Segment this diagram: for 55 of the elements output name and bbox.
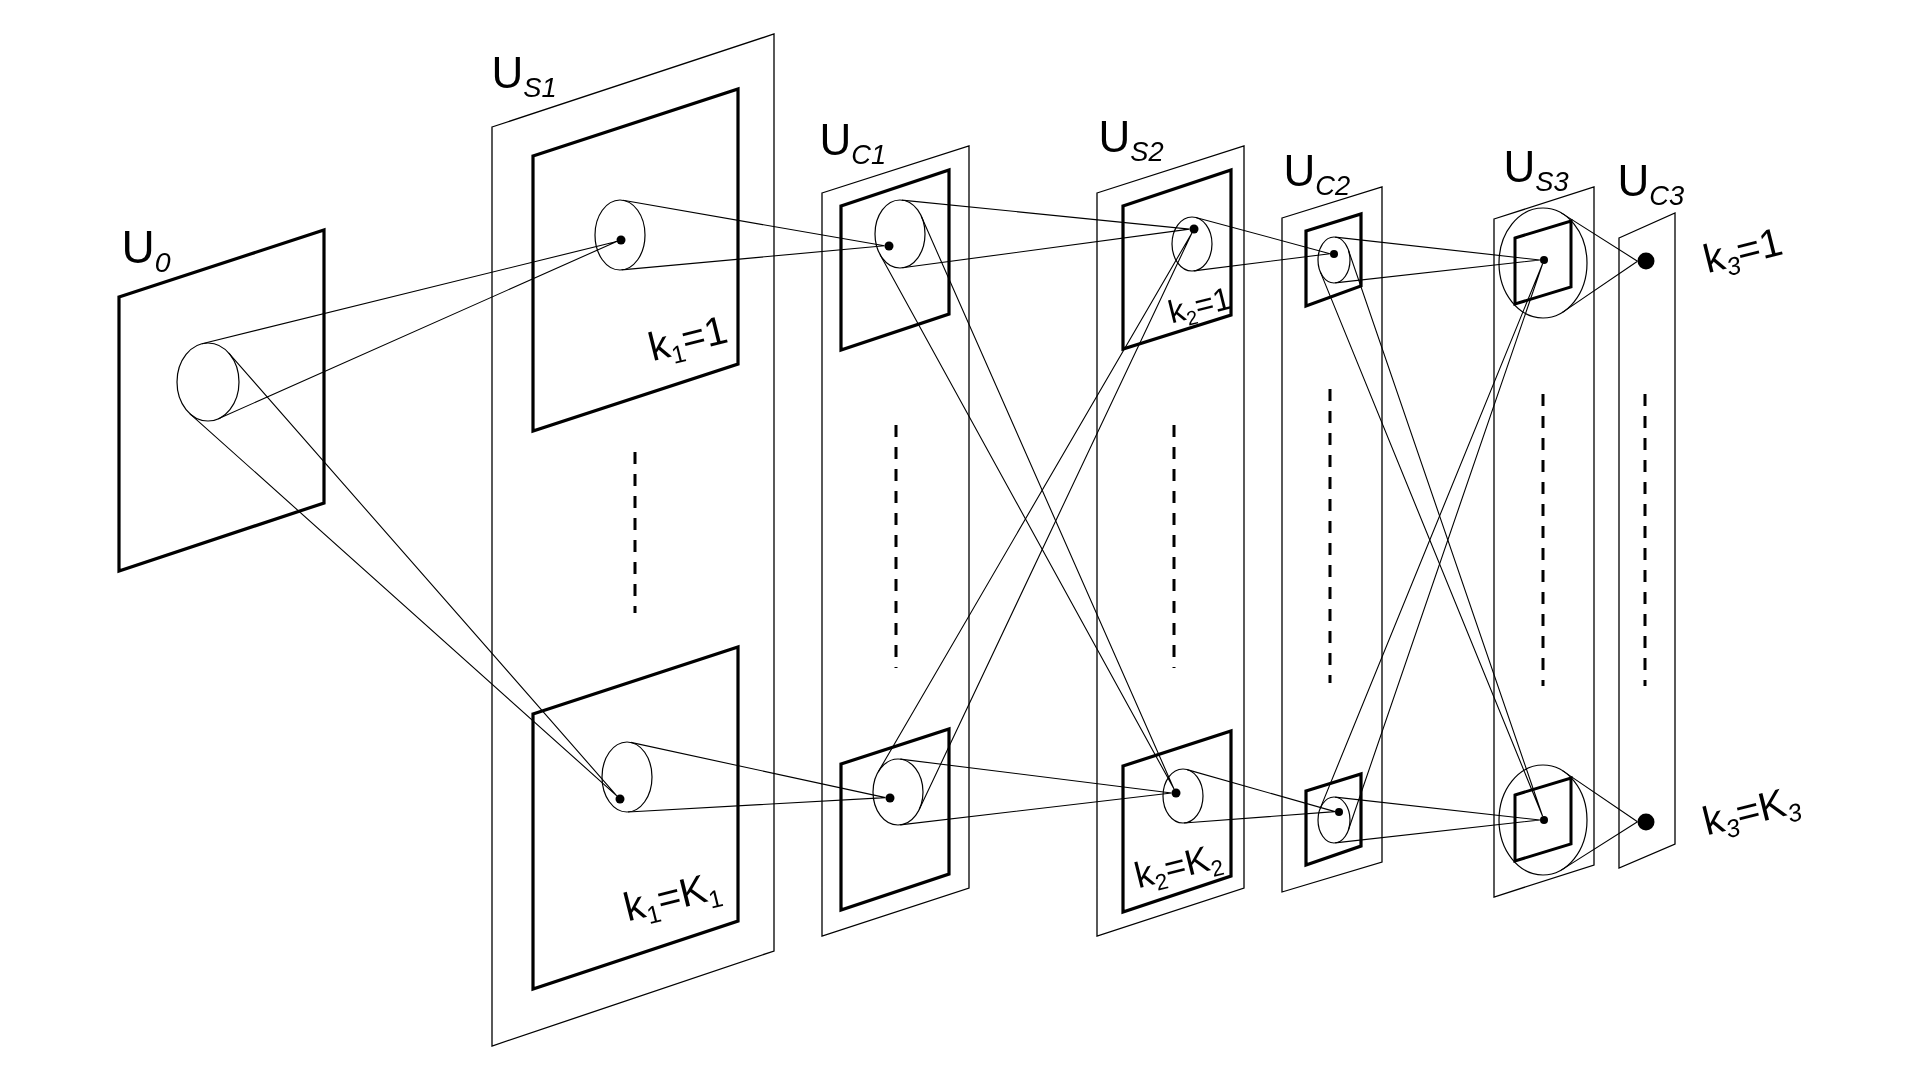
- cone-lines: [189, 352, 618, 797]
- layer-label: U$_{S3}$: [1503, 144, 1569, 191]
- feature-plane: [1120, 167, 1236, 352]
- cone-lines: [627, 741, 887, 813]
- cone-lines: [621, 199, 886, 271]
- receptive-field-ellipse: [1316, 235, 1352, 285]
- layer-label: U$_{S2}$: [1098, 114, 1164, 161]
- feature-plane: [838, 167, 952, 353]
- cone-lines: [1334, 236, 1541, 284]
- receptive-field-ellipse: [175, 341, 241, 423]
- feature-plane: [1512, 218, 1574, 307]
- receptive-field-ellipse: [873, 198, 927, 270]
- plane-index-label: k$_{3}$=1: [1698, 220, 1786, 280]
- cell-dot: [1539, 815, 1549, 825]
- receptive-field-ellipse: [1161, 767, 1205, 825]
- cell-dot: [1636, 812, 1656, 832]
- layer-label: U$_{C2}$: [1283, 148, 1351, 195]
- receptive-field-ellipse: [593, 198, 647, 272]
- layer-panel: [490, 32, 776, 1048]
- cone-lines: [1560, 770, 1639, 871]
- receptive-field-ellipse: [600, 740, 654, 814]
- cell-dot: [614, 793, 626, 805]
- cone-lines: [901, 199, 1191, 269]
- cone-lines: [201, 240, 618, 420]
- cell-dot: [883, 240, 895, 252]
- layer-label: U$_{S1}$: [491, 50, 557, 97]
- receptive-field-ellipse: [1316, 795, 1352, 845]
- plane-index-label: k$_{1}$=1: [643, 308, 731, 368]
- receptive-field-ellipse: [1497, 206, 1589, 320]
- cell-dot: [1334, 807, 1344, 817]
- cone-lines: [1334, 796, 1541, 844]
- cone-lines: [1560, 212, 1639, 313]
- cell-dot: [1170, 787, 1182, 799]
- feature-plane: [1303, 771, 1364, 868]
- receptive-field-ellipse: [871, 757, 925, 827]
- feature-plane: [1303, 211, 1364, 309]
- cell-dot: [1329, 249, 1339, 259]
- cell-dot: [615, 234, 627, 246]
- cell-dot: [1539, 255, 1549, 265]
- cell-dot: [1188, 223, 1200, 235]
- feature-plane: [1512, 775, 1574, 864]
- layer-label: U$_{C3}$: [1617, 158, 1685, 205]
- layer-label: U$_{C1}$: [819, 117, 887, 164]
- layer-label: U$_{0}$: [121, 223, 171, 272]
- receptive-field-ellipse: [1170, 215, 1214, 273]
- cone-lines: [899, 758, 1173, 826]
- receptive-field-ellipse: [1497, 763, 1589, 877]
- cell-dot: [1636, 251, 1656, 271]
- cell-dot: [884, 792, 896, 804]
- feature-plane: [838, 726, 952, 913]
- feature-plane: [530, 644, 741, 992]
- feature-plane: [1120, 728, 1234, 915]
- plane-index-label: k$_{2}$=1: [1164, 281, 1235, 330]
- cone-lines: [1193, 216, 1331, 272]
- cone-lines: [1183, 769, 1336, 824]
